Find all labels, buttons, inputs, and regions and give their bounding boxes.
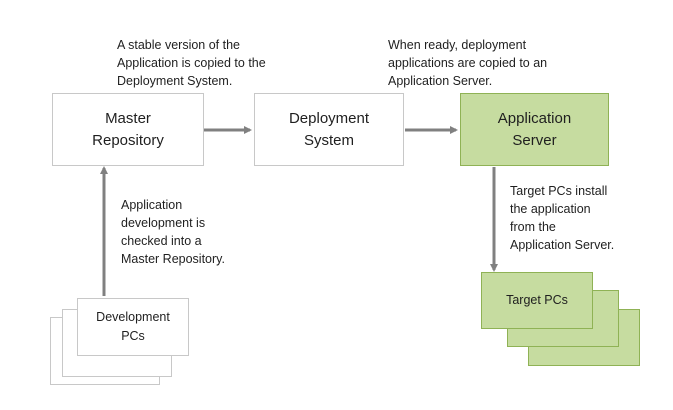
annotation-copy-to-deployment: A stable version of the Application is c… [117, 38, 266, 88]
annotation-copy-to-app-server: When ready, deployment applications are … [388, 38, 548, 88]
development-pcs-node: Development PCs [77, 298, 189, 356]
application-server-node: Application Server [460, 93, 609, 166]
master-repository-node: Master Repository [52, 93, 204, 166]
target-pcs-node: Target PCs [481, 272, 593, 329]
deployment-system-node: Deployment System [254, 93, 404, 166]
annotation-targets-install: Target PCs install the application from … [510, 184, 615, 252]
annotation-checked-into-repo: Application development is checked into … [121, 198, 225, 266]
